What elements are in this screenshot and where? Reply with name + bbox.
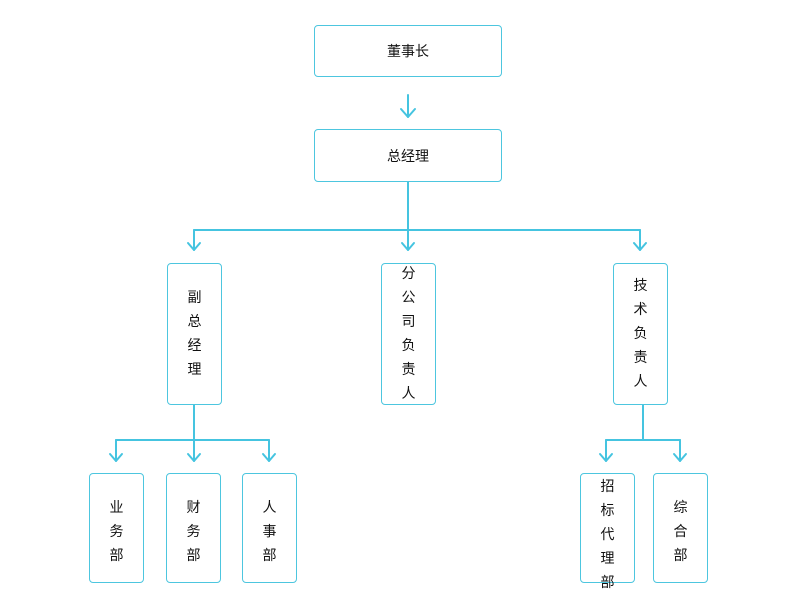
arrow-icon [400,108,416,118]
label-char: 人 [401,386,416,402]
node-finance-dept: 财务部 [166,473,221,583]
label-char: 财 [186,500,201,516]
arrow-icon [109,453,123,462]
label-char: 人 [262,500,277,516]
label-char: 部 [600,575,615,591]
label-char: 人 [633,374,648,390]
label-char: 分 [401,266,416,282]
label-char: 理 [187,362,202,378]
node-deputy-gm: 副总经理 [167,263,222,405]
label-char: 公 [401,290,416,306]
label-char: 业 [109,500,124,516]
label-char: 标 [600,503,615,519]
arrow-icon [673,453,687,462]
label-char: 合 [673,524,688,540]
label-char: 负 [401,338,416,354]
label-char: 术 [633,302,648,318]
arrow-icon [633,242,647,251]
node-label: 董事长 [387,44,429,60]
label-char: 部 [262,548,277,564]
label-char: 总 [187,314,202,330]
label-char: 经 [187,338,202,354]
arrow-icon [262,453,276,462]
node-bidding-dept: 招标代理部 [580,473,635,591]
node-tech-head: 技术负责人 [613,263,668,405]
label-char: 务 [109,524,124,540]
label-char: 理 [600,551,615,567]
label-char: 副 [187,290,202,306]
node-chairman: 董事长 [314,25,502,77]
label-char: 负 [633,326,648,342]
label-char: 部 [109,548,124,564]
org-chart-connectors [109,94,687,462]
node-business-dept: 业务部 [89,473,144,583]
label-char: 务 [186,524,201,540]
arrow-icon [401,242,415,251]
node-hr-dept: 人事部 [242,473,297,583]
label-char: 事 [262,524,277,540]
node-label: 总经理 [387,148,429,165]
label-char: 招 [600,479,615,495]
label-char: 技 [633,278,648,294]
label-char: 代 [600,527,615,543]
arrow-icon [187,242,201,251]
node-general-dept: 综合部 [653,473,708,583]
label-char: 部 [186,548,201,564]
arrow-icon [599,453,613,462]
label-char: 责 [633,350,648,366]
node-branch-head: 分公司负责人 [381,263,436,405]
arrow-icon [187,453,201,462]
label-char: 责 [401,362,416,378]
label-char: 司 [401,314,416,330]
label-char: 综 [673,500,688,516]
label-char: 部 [673,548,688,564]
node-general-manager: 总经理 [314,129,502,182]
